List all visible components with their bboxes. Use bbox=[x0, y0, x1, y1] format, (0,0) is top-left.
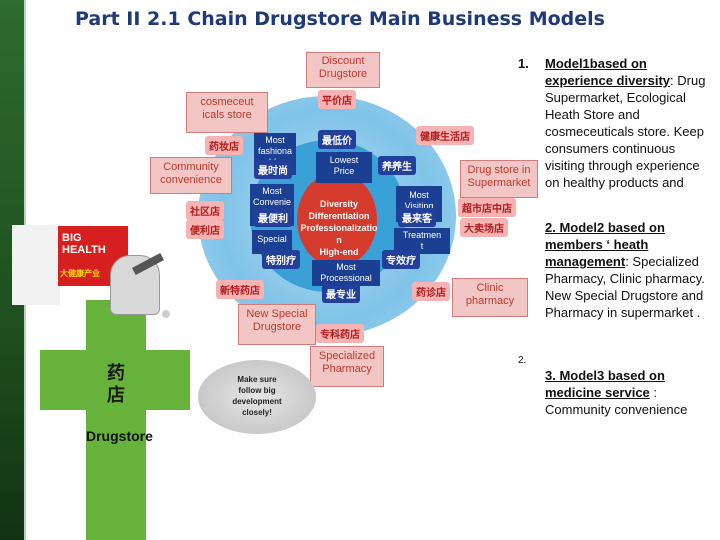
cn-zuilaike: 最来客 bbox=[398, 208, 436, 227]
center-line-professionalization: Professionalizatio bbox=[300, 223, 378, 233]
lowest-price-box: Lowest Price bbox=[316, 152, 372, 183]
cn-shequdian: 社区店 bbox=[186, 201, 224, 220]
cn-yao: 药 bbox=[107, 363, 125, 383]
cn-yaozhen: 药诊店 bbox=[412, 282, 450, 301]
community-convenience-box: Community convenience bbox=[150, 157, 232, 194]
center-line-n: n bbox=[336, 235, 342, 245]
number-2-small: 2. bbox=[518, 355, 527, 366]
cn-pingjia: 平价店 bbox=[318, 90, 356, 109]
new-special-drugstore-box: New Special Drugstore bbox=[238, 304, 316, 345]
center-text: Diversity Differentiation Professionaliz… bbox=[300, 198, 378, 258]
center-circle bbox=[297, 172, 377, 267]
specialized-pharmacy-box: Specialized Pharmacy bbox=[310, 346, 384, 387]
cn-zhuanke: 专科药店 bbox=[316, 324, 364, 343]
model2-block: 2. Model2 based on members ‘ heath manag… bbox=[545, 219, 715, 321]
cn-xinte: 新特药店 bbox=[216, 280, 264, 299]
cn-zuishishang: 最时尚 bbox=[254, 160, 292, 179]
center-line-diversity: Diversity bbox=[319, 199, 359, 209]
cloud-text: Make sure follow big development closely… bbox=[232, 375, 282, 417]
pharmacy-cross-vertical bbox=[86, 300, 146, 540]
cn-tebie: 特别疗 bbox=[262, 250, 300, 269]
model1-body: : Drug Supermarket, Ecological Heath Sto… bbox=[545, 73, 706, 190]
model1-block: Model1based on experience diversity: Dru… bbox=[545, 55, 715, 191]
cn-chaoshizhong: 超市店中店 bbox=[458, 198, 516, 217]
model3-body: : Community convenience bbox=[545, 385, 688, 417]
cn-bianlidian: 便利店 bbox=[186, 220, 224, 239]
drug-store-in-supermarket-box: Drug store in Supermarket bbox=[460, 160, 538, 198]
cn-dajiankang: 大健康产业 bbox=[60, 269, 100, 278]
most-professional-box: Most Processional bbox=[312, 260, 380, 286]
cn-jiankang: 健康生活店 bbox=[416, 126, 474, 145]
discount-drugstore-box: Discount Drugstore bbox=[306, 52, 380, 88]
cn-yaodian: 药 店 bbox=[103, 362, 129, 406]
big-health-label: BIG HEALTH bbox=[62, 232, 106, 256]
center-line-differentiation: Differentiation bbox=[308, 211, 370, 221]
model1-title: Model1based on experience diversity bbox=[545, 56, 671, 88]
drugstore-label: Drugstore bbox=[86, 428, 153, 444]
cn-zhuanxiao: 专效疗 bbox=[382, 250, 420, 269]
model2-body: : Specialized Pharmacy, Clinic pharmacy.… bbox=[545, 254, 705, 320]
model1-number: 1. bbox=[518, 56, 529, 71]
decorative-dot bbox=[162, 310, 170, 318]
model2-title: 2. Model2 based on members ‘ heath manag… bbox=[545, 220, 665, 269]
model3-title: 3. Model3 based on medicine service bbox=[545, 368, 665, 400]
cn-damaichang: 大卖场店 bbox=[460, 218, 508, 237]
cn-dian: 店 bbox=[107, 385, 125, 405]
cn-zuizhuanye: 最专业 bbox=[322, 284, 360, 303]
model3-block: 3. Model3 based on medicine service : Co… bbox=[545, 367, 715, 418]
cn-yaozhuang: 药妆店 bbox=[205, 136, 243, 155]
pharmacy-cross-horizontal bbox=[40, 350, 190, 410]
cn-zuidijia: 最低价 bbox=[318, 130, 356, 149]
cosmeceuticals-store-box: cosmeceut icals store bbox=[186, 92, 268, 133]
cn-yangshengyuan: 养养生 bbox=[378, 156, 416, 175]
white-panel bbox=[12, 225, 60, 305]
clinic-pharmacy-box: Clinic pharmacy bbox=[452, 278, 528, 317]
cn-zuibianli: 最便利 bbox=[254, 208, 292, 227]
center-line-high-end: High-end bbox=[319, 247, 359, 257]
slide-title: Part II 2.1 Chain Drugstore Main Busines… bbox=[75, 8, 605, 30]
cloud-shape bbox=[198, 360, 316, 434]
treatment-box: Treatmen t bbox=[394, 228, 450, 254]
